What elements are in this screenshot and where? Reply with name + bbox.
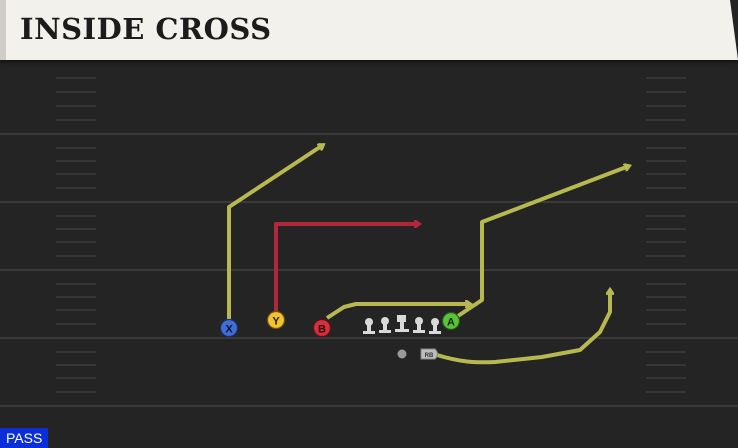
play-title-bar: INSIDE CROSS <box>0 0 738 60</box>
lineman-icon <box>429 318 441 334</box>
quarterback-marker <box>397 349 407 359</box>
play-field: RB X Y B A <box>0 77 738 407</box>
offensive-line <box>363 315 441 334</box>
receiver-a-label: A <box>447 317 455 329</box>
receiver-a: A <box>441 311 461 331</box>
center-icon <box>395 315 409 332</box>
receiver-x: X <box>219 318 239 338</box>
receiver-x-label: X <box>225 324 233 336</box>
hash-marks-right <box>646 77 686 393</box>
lineman-icon <box>363 318 375 334</box>
route-b <box>325 304 470 320</box>
running-back-label: RB <box>425 353 434 359</box>
hash-marks-left <box>56 77 96 393</box>
yard-lines <box>0 133 738 407</box>
play-title: INSIDE CROSS <box>20 12 272 46</box>
route-a <box>456 166 629 318</box>
lineman-icon <box>413 317 425 333</box>
play-type-badge: PASS <box>0 428 49 448</box>
receiver-y: Y <box>266 310 286 330</box>
title-accent-stripe <box>0 0 6 60</box>
route-rb <box>436 290 610 365</box>
route-x <box>227 145 323 322</box>
running-back-marker: RB <box>420 348 438 360</box>
receiver-b-label: B <box>318 324 326 336</box>
receiver-y-label: Y <box>272 316 280 328</box>
title-corner-cut <box>730 0 738 60</box>
receiver-b: B <box>312 318 332 338</box>
lineman-icon <box>379 317 391 333</box>
route-y <box>274 224 419 313</box>
